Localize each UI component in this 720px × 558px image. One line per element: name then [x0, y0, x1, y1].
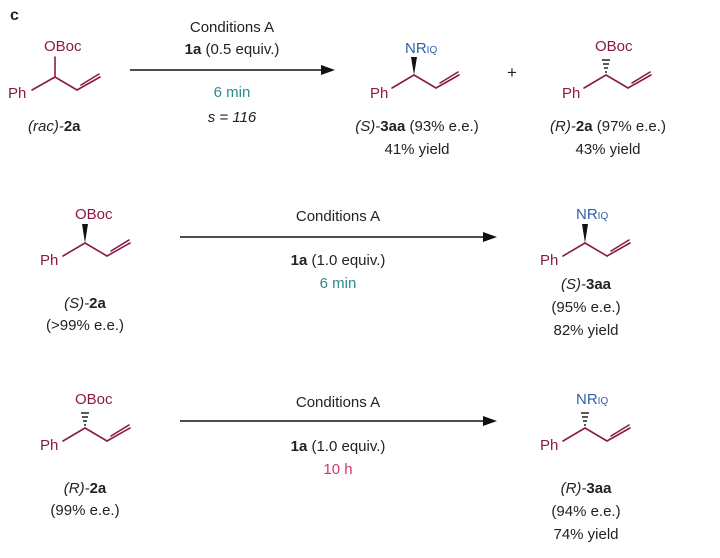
row1-conditions: Conditions A [189, 19, 275, 36]
row1-reagent-rest: (0.5 equiv.) [201, 41, 280, 58]
row2-substrate-ee: (>99% e.e.) [46, 317, 124, 334]
row3-product-yield: 74% yield [553, 526, 619, 543]
row2-reagent-bold: 1a [290, 252, 308, 269]
row1-product2-group: OBoc [595, 38, 633, 55]
row2-product-ph: Ph [540, 252, 559, 269]
row3-product-group-sub: IQ [597, 396, 609, 407]
row2-reagent-rest: (1.0 equiv.) [307, 252, 386, 269]
row2-product-group-sub: IQ [597, 211, 609, 222]
row1-time: 6 min [213, 84, 251, 101]
molecule-r-2a-row3 [62, 424, 131, 442]
row1-product1-group-sub: IQ [426, 45, 438, 56]
wedge-bond-row1-product1 [411, 57, 417, 75]
row2-product-yield: 82% yield [553, 322, 619, 339]
row2-product-label-pre: (S)- [560, 276, 586, 293]
row3-reagent: 1a (1.0 equiv.) [291, 439, 386, 454]
row3-time: 10 h [323, 461, 353, 478]
row1-reagent: 1a (0.5 equiv.) [185, 42, 280, 57]
row3-product-group-main: NR [576, 391, 598, 408]
row1-reagent-bold: 1a [184, 41, 202, 58]
row2-product-label: (S)-3aa [561, 277, 611, 292]
row1-substrate-ph: Ph [8, 85, 27, 102]
hash-bond-row3-product [581, 412, 589, 426]
row2-reagent: 1a (1.0 equiv.) [291, 253, 386, 268]
row3-substrate-label-pre: (R)- [63, 480, 90, 497]
row1-product2-label-pre: (R)- [550, 118, 576, 135]
row2-product-group-main: NR [576, 206, 598, 223]
row2-substrate-group: OBoc [75, 206, 113, 223]
row1-product2-label-bold: 2a [575, 118, 593, 135]
row1-product1-label-pre: (S)- [355, 118, 381, 135]
row1-substrate-label: (rac)-2a [28, 119, 81, 134]
row1-product1-group-main: NR [405, 40, 427, 57]
hash-bond-row1-product2 [602, 59, 610, 73]
row3-product-ee: (94% e.e.) [551, 503, 621, 520]
row2-product-group: NRIQ [576, 207, 608, 222]
row2-substrate-label-bold: 2a [89, 295, 106, 312]
row1-product2-label: (R)-2a (97% e.e.) [550, 119, 666, 134]
molecule-s-2a [62, 239, 131, 257]
row2-substrate-label-pre: (S)- [64, 295, 90, 312]
molecule-s-3aa-row1 [391, 71, 460, 89]
row1-s-value: s = 116 [207, 109, 257, 126]
molecule-rac-2a [31, 56, 101, 91]
wedge-bond-row2-substrate [82, 224, 88, 243]
row1-product1-label-bold: 3aa [380, 118, 406, 135]
row1-product1-label: (S)-3aa (93% e.e.) [355, 119, 478, 134]
row3-product-label: (R)-3aa [561, 481, 612, 496]
row3-substrate-ee: (99% e.e.) [50, 502, 120, 519]
plus-sign: + [507, 63, 517, 82]
row3-substrate-group: OBoc [75, 391, 113, 408]
row1-substrate-label-bold: 2a [63, 118, 81, 135]
row3-product-label-pre: (R)- [560, 480, 587, 497]
row2-substrate-label: (S)-2a [64, 296, 106, 311]
row1-substrate-group: OBoc [44, 38, 82, 55]
molecule-r-2a-row1 [583, 71, 652, 89]
row3-product-ph: Ph [540, 437, 559, 454]
row3-reagent-rest: (1.0 equiv.) [307, 438, 386, 455]
row3-product-label-bold: 3aa [586, 480, 612, 497]
row2-time: 6 min [319, 275, 357, 292]
row1-product1-yield: 41% yield [384, 141, 450, 158]
row3-reagent-bold: 1a [290, 438, 308, 455]
row1-substrate-label-pre: (rac)- [28, 118, 64, 135]
row3-substrate-ph: Ph [40, 437, 59, 454]
row1-product2-label-rest: (97% e.e.) [592, 118, 666, 135]
row1-product2-ph: Ph [562, 85, 581, 102]
wedge-bond-row2-product [582, 224, 588, 243]
arrow-row3 [180, 416, 497, 426]
row3-substrate-label-bold: 2a [89, 480, 107, 497]
row3-substrate-label: (R)-2a [64, 481, 107, 496]
molecule-s-3aa-row2 [562, 239, 631, 257]
molecule-r-3aa [562, 424, 631, 442]
row1-product1-group: NRIQ [405, 41, 437, 56]
row2-product-label-bold: 3aa [585, 276, 612, 293]
hash-bond-row3-substrate [81, 412, 89, 426]
row1-product1-ph: Ph [370, 85, 389, 102]
arrow-row1 [130, 65, 335, 75]
row2-substrate-ph: Ph [40, 252, 59, 269]
panel-label: c [10, 7, 19, 24]
row2-product-ee: (95% e.e.) [551, 299, 621, 316]
row1-product1-label-rest: (93% e.e.) [405, 118, 479, 135]
row1-product2-yield: 43% yield [575, 141, 641, 158]
row2-conditions: Conditions A [295, 208, 381, 225]
row3-conditions: Conditions A [295, 394, 381, 411]
arrow-row2 [180, 232, 497, 242]
row3-product-group: NRIQ [576, 392, 608, 407]
